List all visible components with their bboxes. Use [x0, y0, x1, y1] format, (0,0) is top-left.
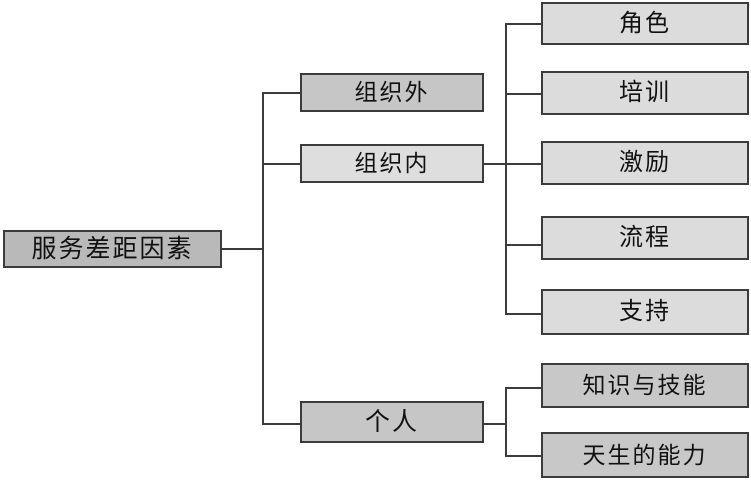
node-organization-internal-label: 组织内: [354, 151, 430, 176]
node-root[interactable]: 服务差距因素: [3, 230, 222, 268]
node-organization-external-label: 组织外: [354, 80, 430, 105]
node-root-label: 服务差距因素: [31, 235, 194, 263]
connector-root-to-individual: [262, 423, 301, 425]
connector-to-role: [505, 23, 542, 25]
node-support[interactable]: 支持: [541, 289, 749, 335]
connector-organization-internal-spine: [505, 23, 507, 315]
node-knowledge-and-skills-label: 知识与技能: [582, 373, 708, 398]
node-support-label: 支持: [619, 299, 671, 325]
node-role-label: 角色: [619, 10, 671, 37]
node-knowledge-and-skills[interactable]: 知识与技能: [541, 363, 749, 408]
connector-individual-spine: [505, 387, 507, 457]
connector-root-spine: [262, 92, 264, 425]
connector-individual-stem: [483, 423, 507, 425]
node-organization-external[interactable]: 组织外: [300, 73, 484, 112]
node-incentive-label: 激励: [619, 150, 671, 176]
node-training[interactable]: 培训: [541, 71, 749, 115]
connector-to-process: [505, 244, 542, 246]
node-organization-internal[interactable]: 组织内: [300, 144, 484, 183]
node-process-label: 流程: [619, 225, 671, 251]
node-innate-ability[interactable]: 天生的能力: [541, 432, 749, 478]
connector-root-stem: [222, 248, 263, 250]
node-individual[interactable]: 个人: [300, 401, 484, 443]
connector-to-innate-ability: [505, 455, 542, 457]
node-role[interactable]: 角色: [541, 2, 749, 45]
connector-to-support: [505, 313, 542, 315]
connector-to-knowledge-and-skills: [505, 387, 542, 389]
connector-to-incentive: [505, 163, 542, 165]
node-training-label: 培训: [619, 80, 671, 106]
connector-to-training: [505, 93, 542, 95]
connector-root-to-organization-external: [262, 92, 301, 94]
connector-root-to-organization-internal: [262, 163, 301, 165]
node-individual-label: 个人: [364, 408, 419, 436]
node-process[interactable]: 流程: [541, 216, 749, 260]
connector-organization-internal-stem: [483, 163, 507, 165]
node-innate-ability-label: 天生的能力: [582, 442, 708, 468]
node-incentive[interactable]: 激励: [541, 141, 749, 185]
